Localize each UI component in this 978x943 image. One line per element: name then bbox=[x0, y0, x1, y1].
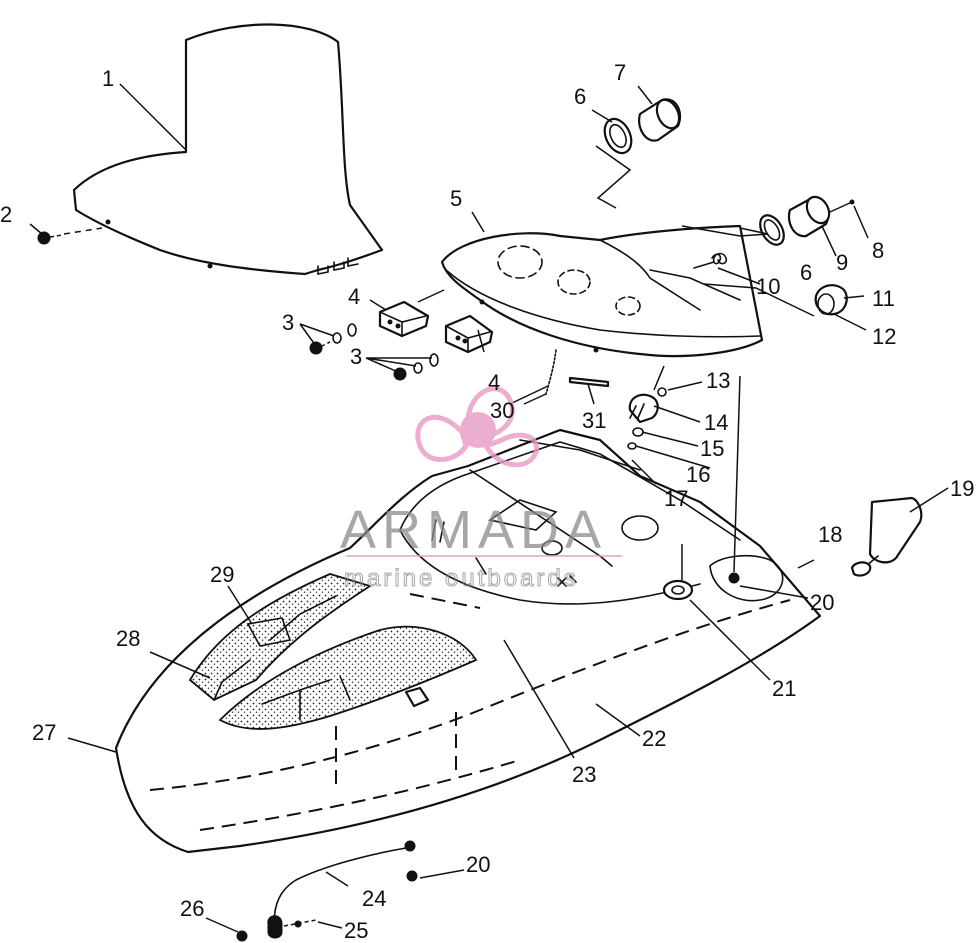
callout-24: 24 bbox=[362, 886, 386, 911]
callout-13: 13 bbox=[706, 368, 730, 393]
fastener-set-upper bbox=[309, 323, 357, 355]
callout-25: 25 bbox=[344, 918, 368, 943]
callout-9: 9 bbox=[836, 250, 848, 275]
callout-3-lower: 3 bbox=[350, 344, 362, 369]
callout-6-upper: 6 bbox=[574, 84, 586, 109]
hood-assembly bbox=[114, 428, 822, 854]
callout-22: 22 bbox=[642, 726, 666, 751]
spring-clip bbox=[693, 252, 728, 269]
callout-5: 5 bbox=[450, 186, 462, 211]
callout-27: 27 bbox=[32, 720, 56, 745]
callout-4-lower: 4 bbox=[488, 370, 500, 395]
gauge-upper bbox=[638, 98, 682, 142]
callout-2: 2 bbox=[0, 202, 12, 227]
leader-lines bbox=[29, 83, 949, 933]
callout-19: 19 bbox=[950, 476, 974, 501]
screw-20-upper bbox=[728, 572, 740, 584]
watermark-tagline: marine outboards bbox=[344, 565, 579, 592]
callout-17: 17 bbox=[664, 486, 688, 511]
callout-12: 12 bbox=[872, 324, 896, 349]
callout-11: 11 bbox=[872, 286, 895, 311]
gauge-right bbox=[787, 195, 831, 238]
bracket-upper bbox=[378, 300, 430, 338]
gauge-ring-right bbox=[759, 214, 785, 246]
clamp-14 bbox=[628, 393, 659, 424]
callout-23: 23 bbox=[572, 762, 596, 787]
callout-20-lower: 20 bbox=[466, 852, 490, 877]
screw-20-lower bbox=[406, 870, 418, 882]
nut-26 bbox=[236, 930, 248, 942]
callout-14: 14 bbox=[704, 410, 728, 435]
callout-18: 18 bbox=[818, 522, 842, 547]
cable-30 bbox=[523, 349, 557, 405]
watermark-logo bbox=[415, 386, 539, 468]
instrument-console bbox=[440, 224, 764, 358]
callout-15: 15 bbox=[700, 436, 724, 461]
callout-4-upper: 4 bbox=[348, 284, 360, 309]
small-screw-13 bbox=[657, 387, 667, 397]
side-mirror bbox=[850, 496, 923, 577]
washer-16 bbox=[627, 442, 637, 450]
washer-15 bbox=[632, 427, 644, 437]
screw-25 bbox=[283, 919, 317, 928]
callout-20-upper: 20 bbox=[810, 590, 834, 615]
callout-1: 1 bbox=[102, 66, 114, 91]
gauge-ring-upper bbox=[603, 117, 633, 155]
grommet-21 bbox=[662, 579, 694, 601]
callout-26: 26 bbox=[180, 896, 204, 921]
callout-21: 21 bbox=[772, 676, 796, 701]
callout-10: 10 bbox=[756, 274, 780, 299]
pin-31 bbox=[568, 376, 610, 388]
callout-28: 28 bbox=[116, 626, 140, 651]
callout-29: 29 bbox=[210, 562, 234, 587]
callout-16: 16 bbox=[686, 462, 710, 487]
windshield-screw bbox=[37, 227, 103, 245]
gauge-pin bbox=[829, 199, 855, 213]
bracket-lower bbox=[444, 314, 494, 354]
callout-8: 8 bbox=[872, 238, 884, 263]
callout-3-upper: 3 bbox=[282, 310, 294, 335]
callout-7: 7 bbox=[614, 60, 626, 85]
hood-cable-24 bbox=[267, 840, 416, 939]
indicator-light bbox=[814, 284, 848, 316]
windshield bbox=[72, 23, 384, 276]
callout-31: 31 bbox=[582, 408, 606, 433]
callout-6-right: 6 bbox=[800, 260, 812, 285]
callout-labels: 1 2 3 3 4 4 5 6 6 7 8 9 10 11 12 13 14 1… bbox=[0, 60, 974, 943]
callout-30: 30 bbox=[490, 398, 514, 423]
watermark-brand: ARMADA bbox=[340, 500, 607, 560]
